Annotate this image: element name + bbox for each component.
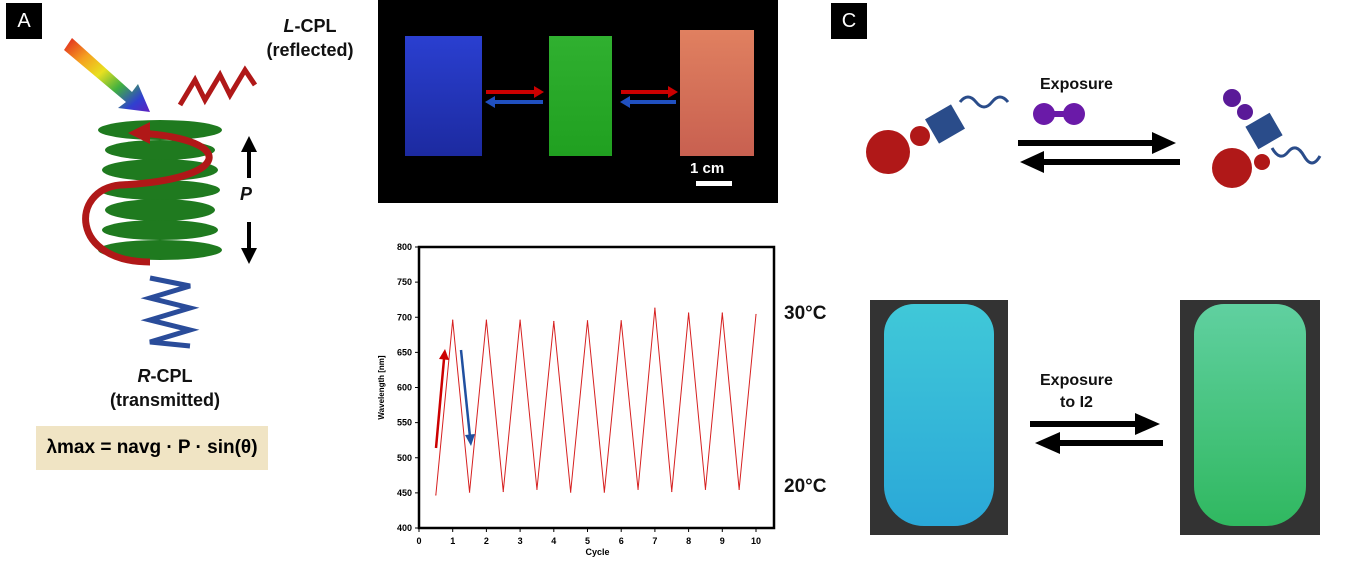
data-point: [519, 319, 521, 321]
heating-arrow-icon: [434, 358, 446, 449]
data-point: [671, 490, 673, 493]
host-molecule-icon: [866, 95, 1010, 174]
heating-arrowhead-icon: [439, 349, 449, 360]
red-arrow-icon: [621, 86, 678, 98]
scale-bar: [696, 181, 732, 186]
color-change-photos: 1 cm: [378, 0, 778, 203]
data-point: [704, 488, 707, 490]
green-film-photo-exposed: [1180, 300, 1320, 535]
red-arrow-icon: [486, 86, 544, 98]
red-helix-arrow-icon: [82, 129, 213, 266]
panel-label-a: A: [6, 3, 42, 39]
blue-arrow-icon: [620, 96, 676, 108]
transmitted-wave-icon: [140, 275, 200, 349]
y-tick-label: 750: [397, 277, 412, 287]
scale-bar-label: 1 cm: [690, 160, 725, 177]
green-film-photo: [549, 36, 612, 156]
cooling-arrow-icon: [459, 349, 472, 438]
liquid-crystal-stack-icon: [98, 120, 222, 260]
data-point: [452, 319, 454, 321]
complexed-molecule-icon: [1212, 89, 1322, 188]
molecular-exchange-diagram: [866, 89, 1322, 188]
pitch-label: P: [240, 184, 253, 204]
transmitted-label: R-CPL (transmitted): [90, 364, 240, 412]
reversible-exposure-arrows-icon: [1030, 413, 1163, 454]
equilibrium-arrows-icon: [1018, 132, 1180, 173]
data-point: [637, 488, 639, 490]
data-point: [502, 490, 504, 493]
data-point: [603, 491, 605, 493]
x-tick-label: 5: [585, 536, 590, 546]
reflected-sub: (reflected): [266, 40, 354, 60]
y-tick-label: 550: [397, 418, 412, 428]
x-tick-label: 0: [416, 536, 421, 546]
data-point: [688, 312, 690, 314]
data-point: [738, 488, 740, 490]
exposure-label: Exposure: [1040, 76, 1113, 93]
x-tick-label: 9: [720, 536, 725, 546]
data-point: [620, 320, 622, 322]
blue-arrow-icon: [485, 96, 543, 108]
y-tick-label: 450: [397, 488, 412, 498]
cooling-arrowhead-icon: [465, 434, 475, 446]
temp-low-label: 20°C: [784, 476, 827, 497]
data-point: [553, 320, 555, 323]
reversible-arrows: [485, 86, 732, 186]
wavelength-cycle-chart: 0 1 2 3 4 5 6 7 8 9 10 400 450 500 550 600 650 700 750 800C…: [377, 242, 776, 557]
x-tick-label: 3: [518, 536, 523, 546]
reflected-wave-icon: [177, 65, 258, 107]
data-point: [536, 488, 538, 490]
data-point: [485, 319, 487, 321]
temp-high-label: 30°C: [784, 303, 827, 324]
x-tick-label: 2: [484, 536, 489, 546]
helix-arrowhead-icon: [128, 122, 150, 144]
data-point: [586, 320, 589, 322]
plot-frame: [417, 245, 776, 530]
data-point: [721, 312, 723, 314]
reflected-label-rest: -CPL: [294, 16, 337, 36]
transmitted-sub: (transmitted): [109, 390, 220, 410]
exposure-i2-line1: Exposure: [1040, 372, 1113, 389]
series-line: [435, 308, 757, 496]
x-tick-label: 7: [652, 536, 657, 546]
y-tick-label: 400: [397, 523, 412, 533]
x-tick-label: 8: [686, 536, 691, 546]
data-point: [435, 494, 437, 496]
cyan-film-photo: [870, 300, 1008, 535]
red-film-photo: [680, 30, 754, 156]
data-point: [468, 491, 471, 493]
y-tick-label: 500: [397, 453, 412, 463]
iodine-molecule-icon: [1033, 103, 1085, 125]
y-axis-label: Wavelength [nm]: [377, 355, 386, 419]
panel-label-c: C: [831, 3, 867, 39]
y-tick-label: 650: [397, 347, 412, 357]
transmitted-label-italic: R: [137, 366, 151, 386]
pitch-arrow-icon: [241, 136, 257, 264]
transmitted-label-rest: -CPL: [150, 366, 193, 386]
x-tick-label: 4: [551, 536, 556, 546]
exposure-i2-label: Exposure to I2: [1040, 370, 1113, 414]
y-tick-label: 800: [397, 242, 412, 252]
reflected-label: L-CPL (reflected): [250, 14, 370, 62]
x-tick-label: 10: [751, 536, 761, 546]
blue-film-photo: [405, 36, 482, 156]
cholesteric-helix-illustration: [64, 38, 258, 349]
data-point: [654, 307, 656, 309]
data-point: [570, 491, 572, 493]
y-tick-label: 700: [397, 312, 412, 322]
exposure-i2-line2: to I2: [1060, 394, 1093, 411]
x-tick-label: 1: [450, 536, 455, 546]
bragg-formula: λmax = navg · P · sin(θ): [36, 426, 268, 470]
reflected-label-italic: L: [283, 16, 295, 36]
x-axis-label: Cycle: [585, 547, 609, 557]
incident-light-arrow-icon: [64, 38, 150, 112]
y-tick-label: 600: [397, 383, 412, 393]
x-tick-label: 6: [619, 536, 624, 546]
data-point: [755, 313, 757, 316]
